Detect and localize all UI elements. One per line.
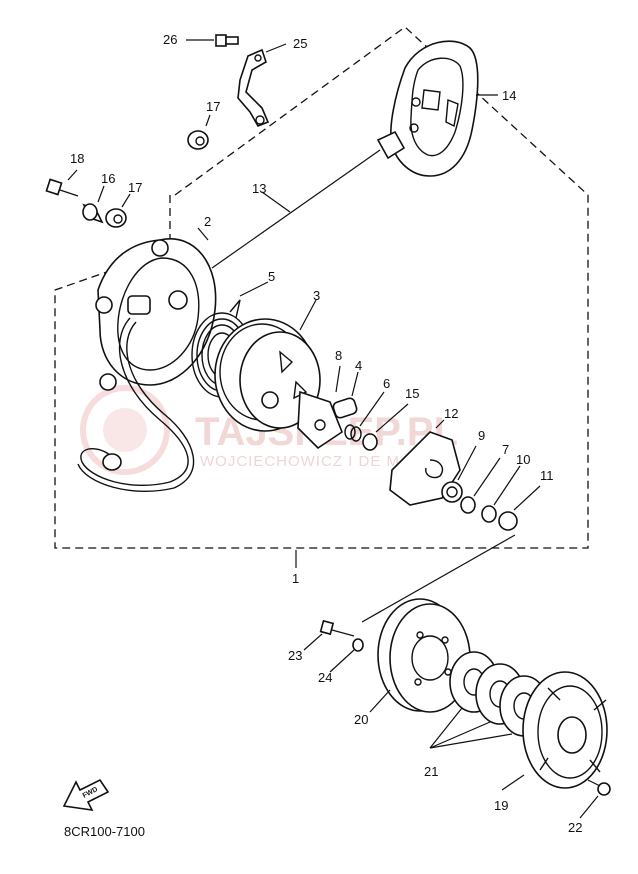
part-18-bolt — [45, 169, 79, 197]
part-13-starter-rope — [211, 149, 381, 269]
label-26: 26 — [163, 32, 177, 47]
part-labels: 26 25 17 14 18 16 17 13 2 5 3 8 4 6 15 1… — [70, 32, 582, 835]
part-25-bracket — [237, 43, 287, 128]
label-19: 19 — [494, 798, 508, 813]
fwd-arrow-icon: FWD — [62, 778, 110, 812]
label-5: 5 — [268, 269, 275, 284]
watermark-tagline: WOJCIECHOWICZ I DE MANIA — [200, 453, 439, 470]
part-17-nut-lower — [105, 193, 131, 228]
part-22-screw — [579, 779, 611, 819]
label-11: 11 — [540, 468, 554, 483]
part-7-washer — [460, 457, 501, 514]
label-7: 7 — [502, 442, 509, 457]
part-code: 8CR100-7100 — [64, 824, 145, 839]
part-23-bolt — [303, 619, 355, 651]
label-25: 25 — [293, 36, 307, 51]
label-18: 18 — [70, 151, 84, 166]
label-8: 8 — [335, 348, 342, 363]
part-12-drive-plate — [389, 419, 461, 506]
label-14: 14 — [502, 88, 516, 103]
part-10-washer — [481, 465, 521, 523]
label-21: 21 — [424, 764, 438, 779]
label-10: 10 — [516, 452, 530, 467]
label-12: 12 — [444, 406, 458, 421]
label-22: 22 — [568, 820, 582, 835]
label-23: 23 — [288, 648, 302, 663]
label-15: 15 — [405, 386, 419, 401]
part-19-drive-cover — [501, 671, 608, 791]
part-24-washer — [329, 638, 364, 673]
label-9: 9 — [478, 428, 485, 443]
part-2-starter-housing — [77, 227, 217, 492]
part-8-pawl — [297, 365, 343, 450]
label-17a: 17 — [206, 99, 220, 114]
label-17b: 17 — [128, 180, 142, 195]
part-26-bolt — [186, 34, 239, 47]
label-20: 20 — [354, 712, 368, 727]
part-6-spring — [344, 391, 385, 442]
label-13: 13 — [252, 181, 266, 196]
label-3: 3 — [313, 288, 320, 303]
label-16: 16 — [101, 171, 115, 186]
label-2: 2 — [204, 214, 211, 229]
part-14-handle — [376, 40, 498, 177]
part-16-collar — [82, 185, 105, 224]
label-6: 6 — [383, 376, 390, 391]
part-17-nut-upper — [187, 114, 211, 150]
label-24: 24 — [318, 670, 332, 685]
part-9-washer — [441, 445, 477, 503]
part-4-pawl-spring — [332, 371, 359, 419]
part-11-nut — [498, 485, 541, 531]
part-15-nut — [362, 403, 409, 451]
label-4: 4 — [355, 358, 362, 373]
label-1: 1 — [292, 571, 299, 586]
